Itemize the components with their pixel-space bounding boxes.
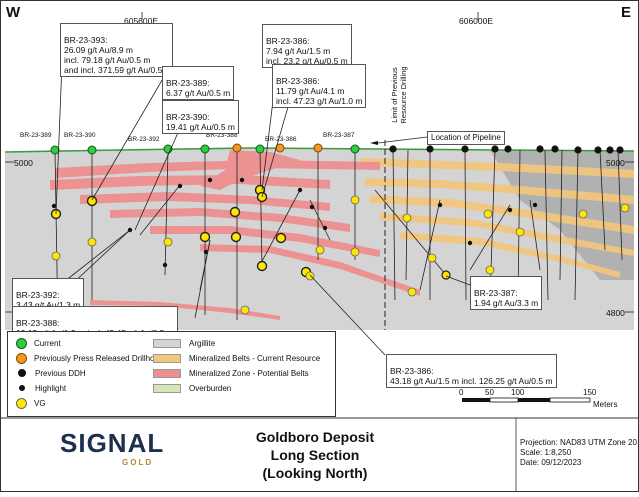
callout-line: 6.37 g/t Au/0.5 m bbox=[166, 88, 231, 98]
callout-line: incl. 79.18 g/t Au/0.5 m bbox=[64, 55, 151, 65]
mineralized-current-swatch bbox=[153, 353, 181, 363]
callout-line: 3.43 g/t Au/1.3 m bbox=[16, 300, 81, 310]
legend-label: Current bbox=[34, 338, 61, 348]
highlight-icon bbox=[19, 385, 25, 391]
callout-id: BR-23-386: bbox=[276, 76, 320, 86]
scale-tick-0: 0 bbox=[459, 388, 464, 397]
legend: Current Previously Press Released Drillh… bbox=[7, 331, 336, 417]
title-line-2: Long Section bbox=[270, 447, 360, 463]
callout-br23-389: BR-23-389:6.37 g/t Au/0.5 m bbox=[162, 66, 235, 100]
black-dot-icon bbox=[18, 369, 26, 377]
callout-line: 43.18 g/t Au/1.5 m incl. 126.25 g/t Au/0… bbox=[390, 376, 553, 386]
elev-right-4800: 4800 bbox=[606, 308, 625, 318]
scale-bar bbox=[462, 397, 591, 403]
legend-item-highlight: Highlight bbox=[16, 382, 66, 394]
callout-id: BR-23-393: bbox=[64, 35, 108, 45]
drillhole-traces-east bbox=[374, 149, 623, 301]
legend-label: Highlight bbox=[35, 383, 67, 393]
legend-item-mineralized-potential: Mineralized Zone - Potential Belts bbox=[153, 367, 309, 379]
legend-item-overburden: Overburden bbox=[153, 382, 231, 394]
logo-main: SIGNAL bbox=[60, 428, 165, 458]
legend-item-current: Current bbox=[16, 337, 61, 349]
scale-tick-150: 150 bbox=[583, 388, 597, 397]
green-collar-icon bbox=[16, 337, 27, 349]
title-line-3: (Looking North) bbox=[262, 465, 368, 481]
elev-right-5000: 5000 bbox=[606, 158, 625, 168]
legend-label: VG bbox=[34, 398, 46, 408]
callout-id: BR-23-387: bbox=[474, 288, 518, 298]
prev-collars bbox=[232, 143, 323, 153]
east-label: E bbox=[621, 4, 632, 21]
previous-ddh-collars bbox=[389, 145, 624, 154]
mineralized-potential-swatch bbox=[153, 368, 181, 378]
callout-id: BR-23-392: bbox=[16, 290, 60, 300]
callout-line: 7.94 g/t Au/1.5 m bbox=[266, 46, 331, 56]
collar-label: BR-23-388 bbox=[206, 132, 238, 139]
pipeline-label: Location of Pipeline bbox=[427, 131, 505, 145]
scale-tick-50: 50 bbox=[485, 388, 494, 397]
projection-line: Projection: NAD83 UTM Zone 20 bbox=[520, 438, 637, 447]
callout-line: 19.41 g/t Au/0.5 m bbox=[166, 122, 235, 132]
legend-item-vg: VG bbox=[16, 397, 46, 409]
legend-label: Argillite bbox=[189, 338, 216, 348]
legend-item-mineralized-current: Mineralized Belts - Current Resource bbox=[153, 352, 320, 364]
legend-label: Previously Press Released Drillhole bbox=[34, 353, 161, 363]
vg-markers bbox=[50, 184, 630, 315]
map-title: Goldboro Deposit Long Section (Looking N… bbox=[230, 428, 400, 482]
callout-id: BR-23-388: bbox=[16, 318, 60, 328]
callout-id: BR-23-390: bbox=[166, 112, 210, 122]
argillite-swatch bbox=[153, 338, 181, 348]
callout-id: BR-23-389: bbox=[166, 78, 210, 88]
orange-collar-icon bbox=[16, 352, 27, 364]
collar-label: BR-23-392 bbox=[128, 136, 160, 143]
callout-line: 26.09 g/t Au/8.9 m bbox=[64, 45, 133, 55]
callout-line: incl. 23.2 g/t Au/0.5 m bbox=[266, 56, 348, 66]
scale-unit: Meters bbox=[593, 400, 618, 409]
vg-icon bbox=[16, 397, 27, 409]
easting-right: 606000E bbox=[459, 16, 494, 26]
overburden-swatch bbox=[153, 383, 181, 393]
projection-info: Projection: NAD83 UTM Zone 20 Scale: 1:8… bbox=[520, 438, 637, 468]
legend-label: Mineralized Belts - Current Resource bbox=[189, 353, 321, 363]
scale-tick-100: 100 bbox=[511, 388, 525, 397]
legend-label: Mineralized Zone - Potential Belts bbox=[189, 368, 309, 378]
signal-gold-logo: SIGNAL GOLD bbox=[60, 428, 190, 480]
current-collars bbox=[50, 144, 360, 155]
callout-br23-390: BR-23-390:19.41 g/t Au/0.5 m bbox=[162, 100, 239, 134]
limit-label: Limit of Previous Resource Drilling bbox=[390, 66, 408, 124]
logo-sub: GOLD bbox=[122, 458, 154, 467]
collar-label: BR-23-389 bbox=[20, 132, 52, 139]
collar-label: BR-23-390 bbox=[64, 132, 96, 139]
callout-line: incl. 47.23 g/t Au/1.0 m bbox=[276, 96, 363, 106]
elev-left-5000: 5000 bbox=[14, 158, 33, 168]
callout-br23-387: BR-23-387:1.94 g/t Au/3.3 m bbox=[470, 276, 543, 310]
west-label: W bbox=[6, 4, 21, 21]
current-resource-belts bbox=[360, 158, 634, 278]
callout-br23-386-c: BR-23-386:43.18 g/t Au/1.5 m incl. 126.2… bbox=[386, 354, 557, 388]
easting-left: 605600E bbox=[124, 16, 159, 26]
callout-line: and incl. 371.59 g/t Au/0.5m bbox=[64, 65, 170, 75]
title-line-1: Goldboro Deposit bbox=[255, 429, 375, 445]
pipeline-marker bbox=[370, 141, 378, 145]
legend-label: Overburden bbox=[189, 383, 232, 393]
legend-item-previous-ddh: Previous DDH bbox=[16, 367, 86, 379]
legend-item-prev-released: Previously Press Released Drillhole bbox=[16, 352, 161, 364]
callout-id: BR-23-386: bbox=[266, 36, 310, 46]
callout-id: BR-23-386: bbox=[390, 366, 434, 376]
collar-label: BR-23-386 bbox=[265, 136, 297, 143]
legend-label: Previous DDH bbox=[35, 368, 86, 378]
date-line: Date: 09/12/2023 bbox=[520, 458, 582, 467]
callout-line: 11.79 g/t Au/4.1 m bbox=[276, 86, 345, 96]
callout-line: 1.94 g/t Au/3.3 m bbox=[474, 298, 539, 308]
collar-label: BR-23-387 bbox=[323, 132, 355, 139]
scale-line: Scale: 1:8,250 bbox=[520, 448, 572, 457]
legend-item-argillite: Argillite bbox=[153, 337, 215, 349]
